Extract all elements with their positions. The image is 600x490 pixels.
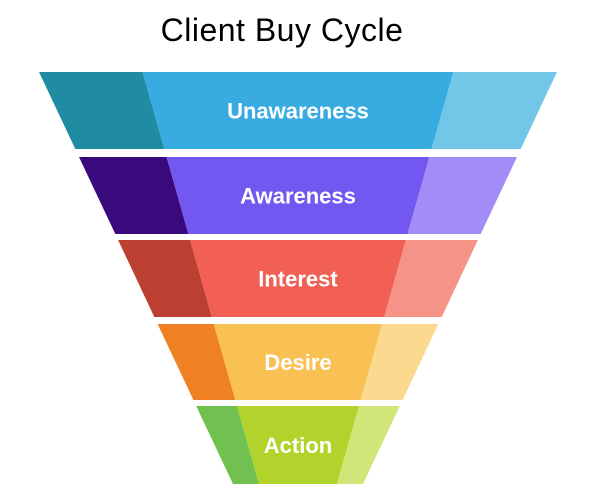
funnel-stage-desire-label: Desire: [264, 350, 331, 375]
funnel-stage-interest-label: Interest: [258, 267, 338, 292]
funnel-stage-awareness-mid-segment: [166, 157, 430, 234]
funnel-stage-action-mid-segment: [236, 406, 360, 484]
funnel-stage-awareness-dark-segment: [79, 157, 189, 234]
funnel-stage-awareness-light-segment: [407, 157, 517, 234]
funnel-stage-action-label: Action: [264, 433, 332, 458]
funnel-stage-desire-dark-segment: [157, 324, 236, 400]
funnel-stage-action-dark-segment: [196, 406, 259, 484]
funnel-stage-desire-mid-segment: [213, 324, 383, 400]
funnel-stage-unawareness-dark-segment: [39, 72, 165, 149]
funnel-stage-unawareness-light-segment: [431, 72, 557, 149]
funnel-stage-interest-light-segment: [384, 240, 478, 317]
funnel-stage-unawareness-label: Unawareness: [227, 99, 369, 124]
funnel-stage-desire-light-segment: [360, 324, 439, 400]
funnel-stage-awareness-label: Awareness: [240, 184, 356, 209]
funnel-stage-interest-mid-segment: [190, 240, 406, 317]
page-title: Client Buy Cycle: [160, 12, 404, 48]
funnel-stage-interest-dark-segment: [118, 240, 212, 317]
funnel-stage-action-light-segment: [337, 406, 400, 484]
funnel-stage-unawareness-mid-segment: [142, 72, 454, 149]
